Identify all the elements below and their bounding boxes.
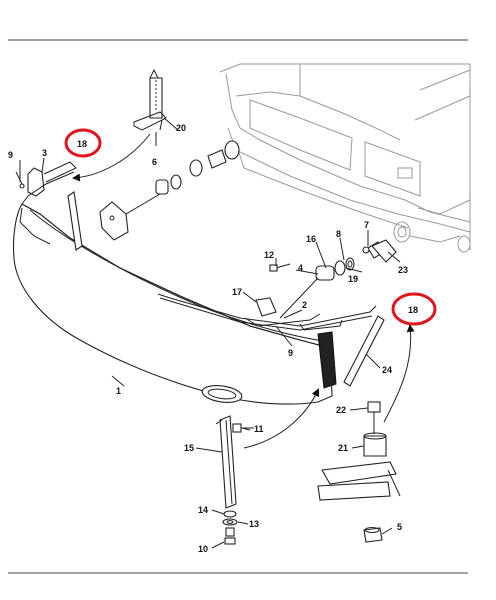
label-24: 24: [382, 365, 392, 375]
bumper-cover: [12, 203, 333, 405]
label-14: 14: [198, 505, 208, 515]
label-2: 2: [302, 300, 307, 310]
label-13: 13: [249, 519, 259, 529]
highlight-circle-right: [391, 292, 437, 326]
label-16: 16: [306, 234, 316, 244]
rubber-buffer-23: [371, 239, 397, 263]
clip-17: [255, 297, 277, 317]
label-9-left: 9: [8, 150, 13, 160]
label-22: 22: [336, 405, 346, 415]
label-3: 3: [42, 148, 47, 158]
plate-hole: [109, 215, 115, 221]
label-5: 5: [397, 522, 402, 532]
left-corner-strip: [19, 161, 83, 251]
label-19: 19: [348, 274, 358, 284]
label-20: 20: [176, 123, 186, 133]
label-4: 4: [298, 263, 303, 273]
side-trim-strip: [343, 315, 385, 387]
lower-support-bracket: [215, 415, 237, 509]
label-11: 11: [254, 424, 264, 434]
right-bump-stop-set: [279, 241, 385, 319]
highlight-circle-left: [64, 128, 102, 158]
screw-9-left: [15, 171, 25, 189]
label-6: 6: [152, 157, 157, 167]
label-9-right: 9: [288, 348, 293, 358]
arrow-lower-right: [383, 324, 415, 423]
bolt-12: [269, 263, 291, 272]
label-1: 1: [116, 386, 121, 396]
foam-absorber: [317, 331, 337, 389]
arrow-lower-center: [243, 388, 320, 449]
left-mount-bracket: [133, 68, 167, 131]
label-10: 10: [198, 544, 208, 554]
label-18-left: 18: [77, 139, 87, 149]
vehicle-body-outline: [219, 63, 471, 253]
label-17: 17: [232, 287, 242, 297]
fastener-stack-13-14-10: [222, 510, 238, 545]
label-18-right: 18: [408, 305, 418, 315]
leader-lines: [19, 117, 401, 549]
label-23: 23: [398, 265, 408, 275]
mount-plate: [99, 201, 129, 241]
label-12: 12: [264, 250, 274, 260]
label-7: 7: [364, 220, 369, 230]
arrow-upper-left: [72, 133, 151, 182]
label-8: 8: [336, 229, 341, 239]
bump-stop-16: [315, 265, 335, 281]
right-mount-stack: [317, 401, 401, 543]
label-15: 15: [184, 443, 194, 453]
label-21: 21: [338, 443, 348, 453]
upper-retainer-rail: [157, 293, 377, 331]
left-bump-stop-set: [125, 140, 240, 215]
